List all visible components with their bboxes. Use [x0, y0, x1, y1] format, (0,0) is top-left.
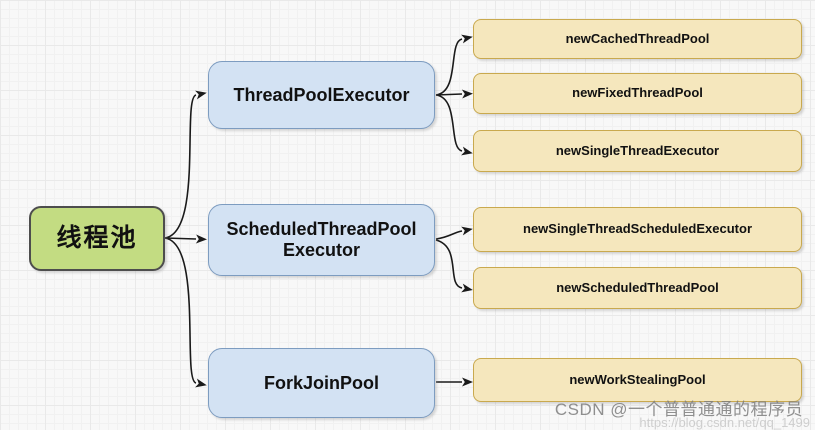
node-thread-pool-root: 线程池: [29, 206, 165, 271]
node-label: 线程池: [56, 224, 138, 253]
csdn-watermark-url: https://blog.csdn.net/qq_1499: [639, 415, 810, 430]
node-label: newSingleThreadScheduledExecutor: [523, 221, 752, 237]
node-newcachedthreadpool: newCachedThreadPool: [473, 19, 802, 59]
edge-stpe-to-newscheduledthreadpool: [435, 239, 473, 293]
edge-tpe-to-newsinglethreadexecutor: [435, 94, 473, 156]
node-threadpoolexecutor: ThreadPoolExecutor: [208, 61, 435, 129]
node-label: newCachedThreadPool: [565, 30, 710, 46]
node-label-line1: ScheduledThreadPool: [226, 219, 417, 240]
node-label: newScheduledThreadPool: [556, 279, 719, 295]
edge-root-to-threadpoolexecutor: [164, 90, 207, 239]
node-label-line2: Executor: [282, 240, 361, 260]
node-newscheduledthreadpool: newScheduledThreadPool: [473, 267, 802, 309]
edge-stpe-to-newsinglethreadscheduledexecutor: [435, 226, 473, 240]
node-newsinglethreadscheduledexecutor: newSingleThreadScheduledExecutor: [473, 207, 802, 252]
node-newsinglethreadexecutor: newSingleThreadExecutor: [473, 130, 802, 172]
node-label: newWorkStealingPool: [569, 371, 706, 387]
node-scheduledthreadpoolexecutor: ScheduledThreadPool Executor: [208, 204, 435, 276]
edge-root-to-scheduledthreadpoolexecutor: [164, 234, 207, 244]
edge-root-to-forkjoinpool: [164, 237, 207, 388]
node-label: newFixedThreadPool: [572, 85, 703, 101]
node-label: ThreadPoolExecutor: [233, 84, 410, 105]
edge-tpe-to-newfixedthreadpool: [435, 89, 473, 99]
node-newworkstealingpool: newWorkStealingPool: [473, 358, 802, 402]
node-label: ForkJoinPool: [263, 372, 379, 393]
node-forkjoinpool: ForkJoinPool: [208, 348, 435, 418]
node-label: newSingleThreadExecutor: [555, 142, 720, 158]
csdn-watermark: CSDN @一个普普通通的程序员: [554, 400, 803, 419]
node-newfixedthreadpool: newFixedThreadPool: [473, 73, 802, 114]
edge-tpe-to-newcachedthreadpool: [435, 34, 473, 96]
